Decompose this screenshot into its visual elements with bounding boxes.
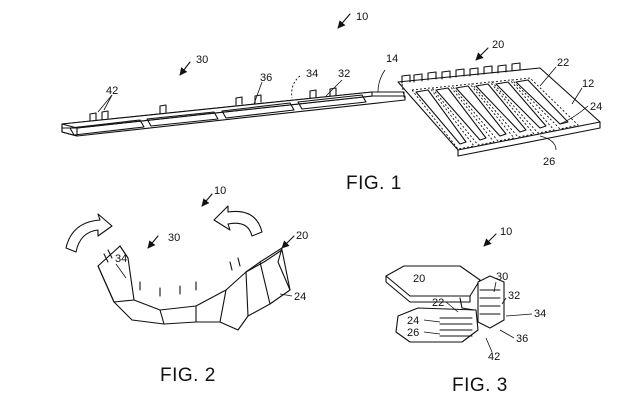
fig1-ref-42: 42 [106, 85, 118, 97]
fig3-ref-36: 36 [516, 333, 528, 345]
fig3-fold [459, 297, 475, 311]
fig3-leader-36 [499, 329, 515, 339]
fig3-ref-30: 30 [496, 271, 508, 283]
fig2-bend-arrow-left [65, 213, 113, 253]
fig1-ref-12: 12 [582, 78, 594, 90]
fig3-ref-26: 26 [407, 327, 419, 339]
fig1-caption: FIG. 1 [346, 173, 402, 194]
fig1-ref-32: 32 [338, 68, 350, 80]
fig1-pad-tabs [401, 62, 521, 84]
fig1-arrow-30 [179, 61, 191, 76]
fig1-ref-14: 14 [386, 53, 398, 65]
fig3-stack-side [477, 275, 505, 329]
fig2-ref-30: 30 [168, 232, 180, 244]
fig3: 10 20 30 32 22 34 24 26 36 42 FIG. 3 [385, 226, 546, 396]
fig1-pad [397, 67, 601, 157]
fig2-device-body [97, 245, 291, 331]
fig3-leader-24 [423, 319, 441, 323]
fig1: 10 30 42 36 34 32 14 20 22 12 24 26 FIG.… [61, 11, 602, 194]
fig2-pad-edge [245, 249, 291, 291]
fig3-ref-32: 32 [508, 290, 520, 302]
fig3-leader-30 [493, 281, 497, 293]
fig2: 10 30 20 34 24 FIG. 2 [65, 185, 308, 386]
fig2-caption: FIG. 2 [160, 365, 216, 386]
fig1-ref-20: 20 [492, 39, 504, 51]
fig2-arrow-10 [201, 193, 213, 207]
fig3-ref-20: 20 [413, 273, 425, 285]
fig2-arrow-30 [147, 235, 159, 249]
fig3-bottom-layers [439, 317, 473, 337]
fig2-ref-24: 24 [294, 291, 306, 303]
fig2-arrow-20 [281, 235, 295, 249]
fig2-ref-20: 20 [296, 230, 308, 242]
fig1-strip [61, 91, 406, 137]
fig3-ref-22: 22 [432, 297, 444, 309]
fig1-ref-30: 30 [196, 54, 208, 66]
fig3-ref-24: 24 [407, 315, 419, 327]
fig2-ref-10: 10 [214, 185, 226, 197]
fig3-leader-22 [445, 301, 459, 313]
fig3-leader-26 [423, 331, 441, 335]
fig2-ref-34: 34 [115, 253, 127, 265]
fig1-strip-windows [69, 94, 367, 136]
fig2-device-folds [97, 245, 271, 325]
fig1-ref-36: 36 [260, 72, 272, 84]
fig3-leader-34 [505, 313, 533, 317]
fig3-ref-42: 42 [488, 351, 500, 363]
fig1-ref-10: 10 [356, 11, 368, 23]
fig1-arrow-10 [337, 13, 351, 29]
fig1-leaders [97, 66, 589, 151]
fig3-arrow-10 [483, 233, 497, 247]
fig3-leader-32 [501, 297, 507, 305]
fig2-tabs [103, 249, 241, 297]
fig3-ref-34: 34 [534, 308, 546, 320]
fig3-leader-42 [485, 337, 493, 353]
fig3-caption: FIG. 3 [452, 375, 508, 396]
fig3-top-pad [385, 265, 481, 297]
fig3-ref-10: 10 [500, 226, 512, 238]
fig1-ref-22: 22 [557, 57, 569, 69]
fig3-stack-lines [479, 289, 501, 315]
fig1-ref-24: 24 [590, 101, 602, 113]
fig2-bend-arrow-right [213, 205, 263, 237]
fig2-leader-34 [115, 263, 127, 279]
fig3-top-pad-edge [385, 275, 471, 303]
fig2-leader-24 [279, 293, 293, 297]
fig1-arrow-20 [475, 47, 489, 61]
fig1-ref-26: 26 [543, 156, 555, 168]
fig1-ref-34: 34 [306, 68, 318, 80]
